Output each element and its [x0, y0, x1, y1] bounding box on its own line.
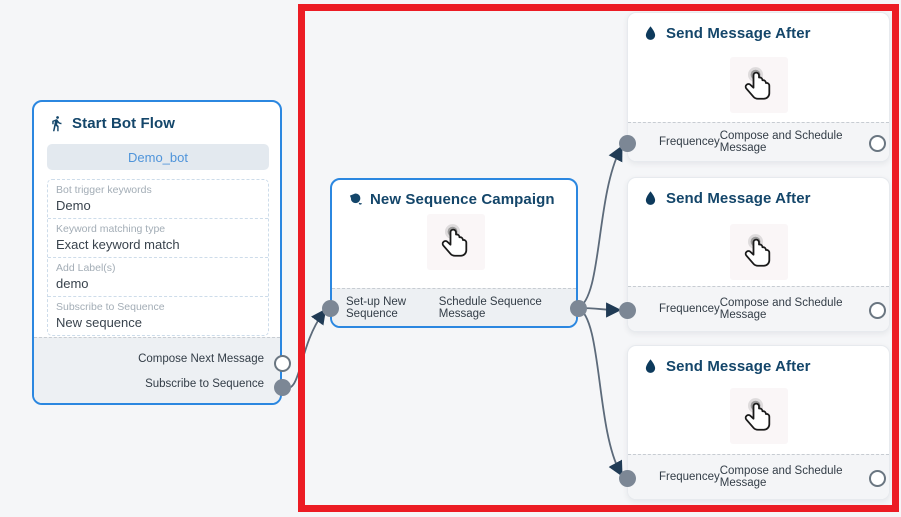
send-node-header: Send Message After	[628, 346, 889, 375]
send-node-title: Send Message After	[666, 25, 811, 42]
send-cursor-placeholder	[730, 388, 788, 444]
hand-pointer-cursor-icon	[441, 224, 468, 257]
port-frequency-input-1[interactable]	[618, 134, 636, 152]
send-cursor-placeholder	[730, 224, 788, 280]
port-compose-next-message[interactable]	[273, 354, 291, 372]
send-node-output-strip: Frequencey Compose and Schedule Message	[628, 454, 889, 499]
port-campaign-output[interactable]	[569, 299, 587, 317]
water-drop-icon	[645, 191, 656, 205]
field-subscribe-to-sequence[interactable]: Subscribe to Sequence New sequence	[48, 297, 268, 335]
node-new-sequence-campaign[interactable]: New Sequence Campaign Set-up New Sequenc…	[330, 178, 578, 328]
output-frequency: Frequencey	[659, 303, 720, 315]
output-compose-and-schedule: Compose and Schedule Message	[719, 297, 843, 321]
start-node-header: Start Bot Flow	[34, 102, 280, 132]
port-frequency-input-2[interactable]	[618, 301, 636, 319]
port-subscribe-to-sequence[interactable]	[273, 378, 291, 396]
send-node-output-strip: Frequencey Compose and Schedule Message	[628, 122, 889, 161]
water-drop-icon	[645, 26, 656, 40]
hand-pointer-cursor-icon	[744, 398, 771, 431]
output-setup-new-sequence: Set-up New Sequence	[346, 295, 407, 320]
output-subscribe-to-sequence: Subscribe to Sequence	[145, 378, 264, 390]
output-frequency: Frequencey	[659, 136, 720, 148]
field-label: Keyword matching type	[56, 223, 166, 235]
field-bot-trigger-keywords[interactable]: Bot trigger keywords Demo	[48, 180, 268, 219]
port-compose-schedule-output-1[interactable]	[868, 134, 886, 152]
field-label: Add Label(s)	[56, 262, 116, 274]
node-start-bot-flow[interactable]: Start Bot Flow Demo_bot Bot trigger keyw…	[32, 100, 282, 405]
send-node-header: Send Message After	[628, 178, 889, 207]
field-label: Subscribe to Sequence	[56, 301, 165, 313]
field-value: Exact keyword match	[56, 237, 180, 252]
campaign-node-output-strip: Set-up New Sequence Schedule Sequence Me…	[332, 288, 576, 326]
edge-subscribe-to-campaign	[281, 308, 327, 390]
field-add-labels[interactable]: Add Label(s) demo	[48, 258, 268, 297]
output-schedule-sequence-message: Schedule Sequence Message	[438, 295, 542, 320]
send-node-title: Send Message After	[666, 358, 811, 375]
field-keyword-matching-type[interactable]: Keyword matching type Exact keyword matc…	[48, 219, 268, 258]
node-send-message-after-1[interactable]: Send Message After Frequencey Compose an…	[627, 12, 890, 162]
start-node-title: Start Bot Flow	[72, 115, 176, 132]
edge-campaign-to-message-1	[577, 145, 623, 309]
send-cursor-placeholder	[730, 57, 788, 113]
output-compose-and-schedule: Compose and Schedule Message	[719, 130, 843, 154]
output-frequency: Frequencey	[659, 471, 720, 483]
send-node-output-strip: Frequencey Compose and Schedule Message	[628, 286, 889, 331]
start-node-fields: Bot trigger keywords Demo Keyword matchi…	[47, 179, 269, 336]
field-value: Demo	[56, 198, 91, 213]
campaign-node-title: New Sequence Campaign	[370, 191, 555, 208]
node-send-message-after-2[interactable]: Send Message After Frequencey Compose an…	[627, 177, 890, 332]
output-compose-next-message: Compose Next Message	[138, 353, 264, 365]
hand-pointer-cursor-icon	[744, 67, 771, 100]
edge-campaign-to-message-3	[577, 307, 623, 477]
port-compose-schedule-output-2[interactable]	[868, 301, 886, 319]
send-node-header: Send Message After	[628, 13, 889, 42]
ink-campaign-icon	[349, 193, 362, 205]
port-campaign-input[interactable]	[321, 299, 339, 317]
start-node-output-strip: Compose Next Message Subscribe to Sequen…	[34, 337, 280, 403]
campaign-node-header: New Sequence Campaign	[332, 180, 576, 208]
port-frequency-input-3[interactable]	[618, 469, 636, 487]
port-compose-schedule-output-3[interactable]	[868, 469, 886, 487]
hand-pointer-cursor-icon	[744, 234, 771, 267]
bot-name-button[interactable]: Demo_bot	[47, 144, 269, 170]
campaign-cursor-placeholder	[427, 214, 485, 270]
field-label: Bot trigger keywords	[56, 184, 152, 196]
node-send-message-after-3[interactable]: Send Message After Frequencey Compose an…	[627, 345, 890, 500]
send-node-title: Send Message After	[666, 190, 811, 207]
output-compose-and-schedule: Compose and Schedule Message	[719, 465, 843, 489]
water-drop-icon	[645, 359, 656, 373]
walking-person-icon	[52, 116, 62, 132]
field-value: demo	[56, 276, 89, 291]
field-value: New sequence	[56, 315, 142, 330]
